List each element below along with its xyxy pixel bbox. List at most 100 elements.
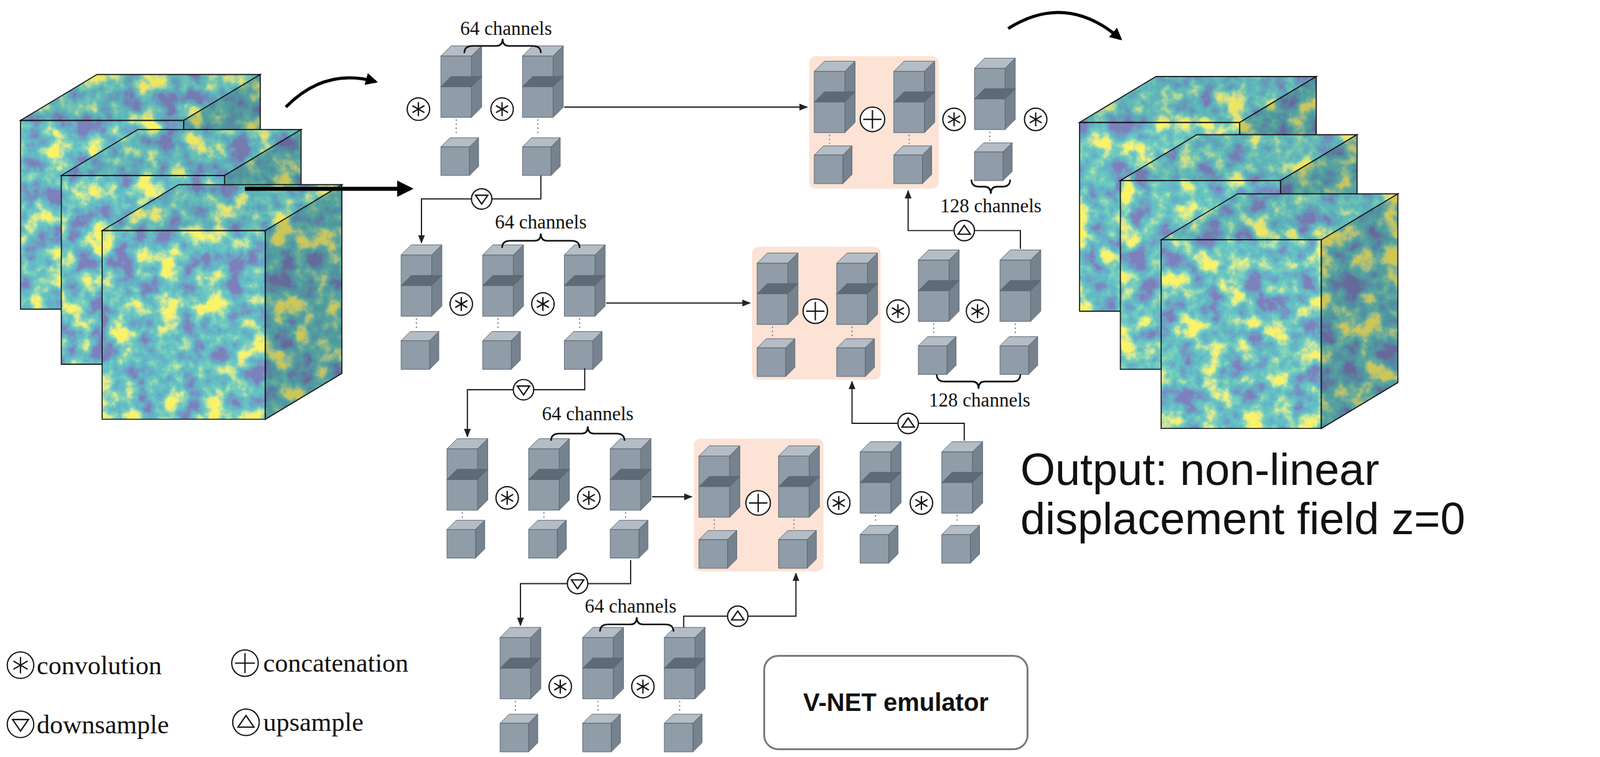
- convolution-symbol: [577, 486, 601, 510]
- feature-map: [564, 244, 606, 370]
- channel-count: 64 channels: [494, 211, 587, 233]
- cube-side: [469, 137, 479, 176]
- convolution-symbol: [966, 300, 989, 323]
- cube-front: [894, 155, 923, 184]
- cube-front: [564, 340, 593, 370]
- dotted-link: [455, 119, 457, 136]
- cube-side: [889, 525, 899, 564]
- output-caption: Output: non-linear displacement field z=…: [1020, 445, 1569, 544]
- cube-side: [842, 145, 853, 184]
- cube-front: [814, 155, 843, 184]
- feature-map: [778, 445, 820, 569]
- field-texture: [1159, 191, 1401, 431]
- cube-side: [924, 91, 935, 133]
- illustration: [7, 12, 1401, 753]
- cube-front: [440, 86, 472, 118]
- channel-count: 128 channels: [940, 195, 1042, 217]
- cube-side: [1030, 280, 1041, 322]
- downsample-symbol: [512, 379, 534, 401]
- concatenation-symbol: [745, 490, 771, 515]
- field-cube: [1159, 191, 1401, 431]
- feature-map: [860, 442, 902, 564]
- flow-arrow: [244, 186, 410, 192]
- cube-front: [941, 482, 973, 513]
- cube-side: [511, 331, 521, 370]
- legend-text: convolution: [36, 651, 162, 680]
- cube-side: [530, 658, 541, 700]
- convolution-symbol: [496, 486, 519, 510]
- feature-map: [528, 438, 570, 559]
- dotted-link: [597, 701, 599, 713]
- convolution-symbol: [942, 108, 965, 131]
- cube-side: [552, 76, 563, 118]
- cube-side: [595, 275, 606, 317]
- cube-front: [400, 285, 432, 317]
- cube-front: [522, 86, 553, 118]
- downsample-symbol: [471, 188, 492, 210]
- wire: [852, 381, 899, 424]
- cube-front: [836, 348, 866, 377]
- dotted-link: [908, 134, 911, 144]
- dotted-link: [514, 701, 517, 713]
- wire: [606, 302, 751, 304]
- wire: [533, 368, 585, 390]
- wire: [747, 573, 796, 617]
- cube-front: [522, 146, 551, 176]
- channel-count: 128 channels: [928, 389, 1031, 411]
- convolution-symbol: [886, 300, 909, 323]
- dotted-link: [771, 326, 774, 337]
- cube-side: [946, 336, 957, 375]
- feature-map: [582, 627, 624, 753]
- legend-text: downsample: [36, 710, 169, 739]
- feature-map: [699, 445, 741, 569]
- cube-side: [970, 525, 980, 564]
- dotted-link: [714, 519, 716, 529]
- dotted-link: [625, 512, 627, 519]
- cube-edge: [1321, 193, 1398, 429]
- feature-map: [400, 244, 443, 370]
- convolution-symbol: [1024, 108, 1048, 131]
- dotted-link: [956, 515, 959, 524]
- cube-edge: [265, 184, 342, 420]
- cube-side: [1028, 336, 1038, 375]
- cube-front: [941, 534, 971, 564]
- field-texture: [1159, 191, 1401, 431]
- convolution-symbol: [549, 675, 572, 698]
- box-title: V-NET emulator: [803, 688, 989, 717]
- cube-side: [867, 283, 878, 325]
- title-box: V-NET emulator: [763, 654, 1029, 751]
- cube-side: [692, 714, 703, 753]
- dotted-link: [578, 318, 581, 330]
- cube-front: [999, 290, 1031, 322]
- cube-front: [699, 539, 728, 569]
- cube-side: [787, 283, 798, 325]
- cube-edge: [102, 230, 266, 419]
- field-texture: [1159, 191, 1401, 431]
- cube-side: [512, 275, 523, 317]
- convolution-symbol: [7, 651, 35, 679]
- dotted-link: [933, 323, 935, 335]
- brace: [971, 179, 1010, 194]
- cube-side: [477, 469, 488, 511]
- cube-front: [482, 285, 513, 317]
- concat-panel: [809, 56, 939, 189]
- cube-front: [918, 346, 947, 375]
- cube-side: [429, 331, 439, 370]
- cube-front: [664, 668, 695, 699]
- cube-side: [592, 331, 603, 370]
- cube-side: [528, 714, 538, 753]
- concatenation-symbol: [860, 107, 885, 132]
- feature-map: [440, 46, 482, 176]
- upsample-symbol: [953, 220, 975, 241]
- cube-front: [778, 539, 808, 569]
- brace: [600, 616, 674, 632]
- cube-front: [610, 479, 641, 510]
- cube-side: [613, 658, 624, 700]
- cube-side: [638, 520, 649, 559]
- cube-side: [1004, 89, 1015, 131]
- dotted-link: [989, 131, 991, 141]
- downsample-symbol: [7, 710, 35, 738]
- brace: [936, 374, 1021, 389]
- feature-map: [836, 252, 878, 377]
